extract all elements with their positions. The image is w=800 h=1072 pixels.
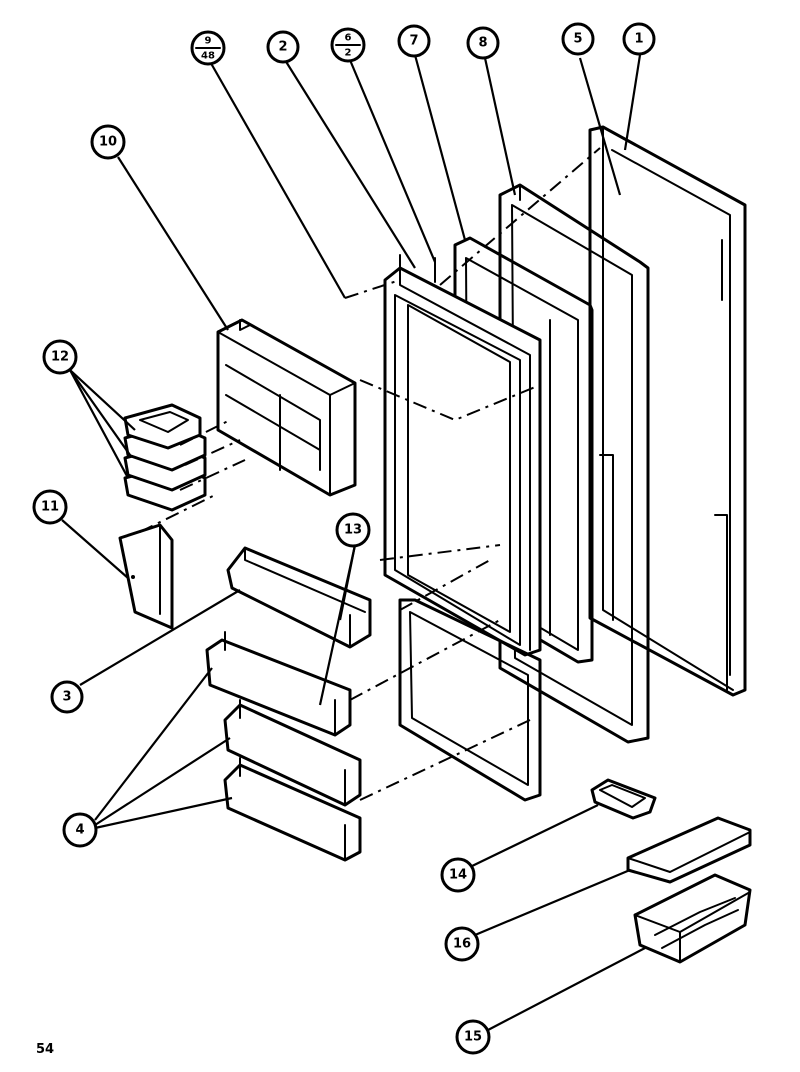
lower-trim-frame — [398, 598, 542, 802]
callout-6-label: 6 — [345, 33, 352, 44]
page-number: 54 — [36, 1042, 55, 1057]
storage-bin — [633, 873, 752, 964]
door-shelf-1 — [205, 631, 352, 737]
callout-13: 13 — [335, 512, 371, 548]
callout-12-label: 12 — [51, 350, 69, 365]
callout-9-label: 9 — [205, 36, 212, 47]
callout-11-label: 11 — [41, 500, 59, 515]
callout-1: 1 — [622, 22, 656, 56]
bin-lid — [626, 816, 752, 884]
dairy-compartment — [216, 318, 357, 497]
callout-7: 7 — [397, 24, 431, 58]
callout-5: 5 — [561, 22, 595, 56]
callout-16: 16 — [444, 926, 480, 962]
storage-containers — [123, 403, 207, 512]
callout-2: 2 — [266, 30, 300, 64]
door-liner — [383, 254, 542, 657]
door-shelf-3 — [223, 757, 362, 862]
callout-15-label: 15 — [464, 1030, 482, 1045]
callout-10-label: 10 — [99, 135, 117, 150]
callout-6-2-label: 2 — [345, 48, 352, 59]
callout-3: 3 — [50, 680, 84, 714]
outer-door-panel — [588, 125, 747, 697]
callout-14: 14 — [440, 857, 476, 893]
callout-8-label: 8 — [478, 36, 487, 51]
callout-14-label: 14 — [449, 868, 467, 883]
callout-9-48: 9 48 — [190, 30, 226, 66]
assembly-lines — [139, 147, 601, 801]
callout-12: 12 — [42, 339, 78, 375]
callout-4-label: 4 — [75, 823, 84, 838]
callout-8: 8 — [466, 26, 500, 60]
callout-13-label: 13 — [344, 523, 362, 538]
callout-48-label: 48 — [201, 51, 215, 62]
callout-1-label: 1 — [634, 32, 643, 47]
callout-2-label: 2 — [278, 40, 287, 55]
callout-15: 15 — [455, 1019, 491, 1055]
callout-3-label: 3 — [62, 690, 71, 705]
callout-16-label: 16 — [453, 937, 471, 952]
callout-11: 11 — [32, 489, 68, 525]
door-shelf-2 — [223, 699, 362, 807]
callout-10: 10 — [90, 124, 126, 160]
callout-5-label: 5 — [573, 32, 582, 47]
door-shelf-top — [226, 546, 372, 649]
callout-4: 4 — [62, 812, 98, 848]
cover-panel — [118, 523, 174, 630]
leader-lines — [61, 54, 646, 1031]
callout-6-2: 6 2 — [330, 27, 366, 63]
small-tray — [590, 778, 657, 820]
callout-7-label: 7 — [409, 34, 418, 49]
